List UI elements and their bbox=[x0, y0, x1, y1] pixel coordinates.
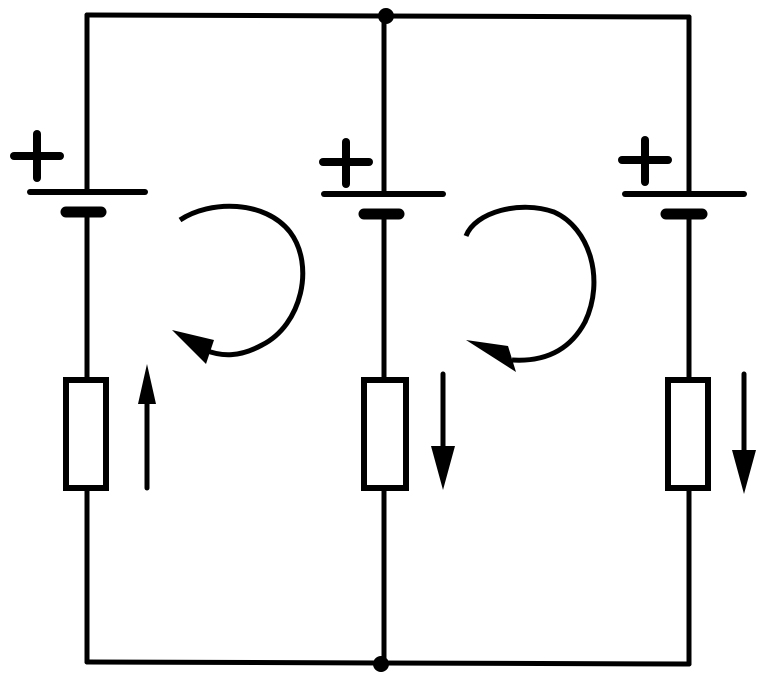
loop-arrow-2-counterclockwise bbox=[463, 204, 597, 372]
battery-2-plus-sign bbox=[319, 138, 373, 188]
battery-1-plus-sign bbox=[10, 130, 64, 182]
current-arrow-3-down bbox=[732, 371, 756, 494]
battery-3-plus-sign bbox=[618, 136, 672, 186]
battery-1 bbox=[10, 130, 148, 218]
resistor-1 bbox=[63, 377, 109, 491]
wires bbox=[84, 12, 692, 667]
loop-arrow-1-clockwise bbox=[172, 203, 306, 364]
current-arrow-1-up bbox=[138, 364, 156, 491]
current-arrow-2-down bbox=[431, 371, 455, 490]
resistor-3 bbox=[665, 377, 711, 491]
node-bottom bbox=[373, 656, 389, 672]
battery-3 bbox=[618, 136, 747, 220]
battery-2 bbox=[319, 138, 446, 220]
node-top bbox=[378, 8, 394, 24]
resistor-2 bbox=[361, 377, 409, 491]
